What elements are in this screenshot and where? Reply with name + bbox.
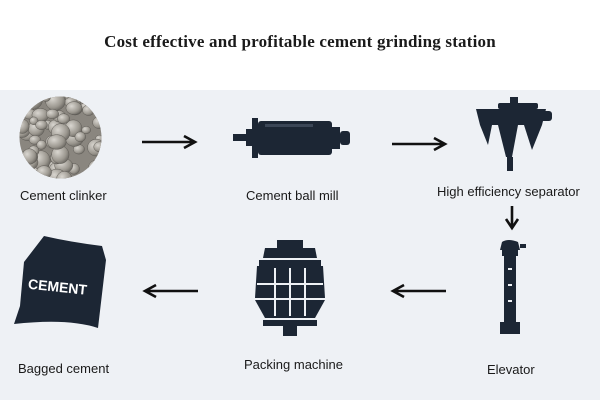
cement-bag-text: CEMENT: [27, 276, 88, 298]
clinker-rock: [27, 96, 38, 102]
clinker-rock: [21, 148, 38, 165]
diagram-title: Cost effective and profitable cement gri…: [104, 32, 496, 51]
clinker-rock: [81, 126, 91, 134]
clinker-rock: [36, 165, 52, 179]
arrow-right-icon: [142, 134, 198, 150]
step-label-clinker: Cement clinker: [20, 188, 107, 203]
clinker-pile-icon: [19, 96, 102, 179]
bucket-elevator-icon: [500, 240, 526, 334]
clinker-rock: [74, 131, 86, 143]
clinker-rock: [36, 139, 47, 150]
clinker-rock: [57, 113, 70, 124]
clinker-rock: [45, 96, 66, 111]
clinker-rock: [82, 104, 95, 116]
clinker-rock: [29, 116, 39, 125]
clinker-rock: [47, 134, 67, 150]
clinker-rock: [19, 119, 30, 134]
step-label-ball-mill: Cement ball mill: [246, 188, 339, 203]
clinker-rock: [19, 166, 30, 174]
clinker-rock: [92, 116, 102, 129]
clinker-rock: [65, 101, 83, 115]
clinker-rock: [41, 96, 51, 102]
arrow-left-icon: [142, 283, 198, 299]
clinker-rock: [93, 141, 102, 153]
packing-machine-icon: [255, 240, 325, 336]
arrow-left-icon: [390, 283, 446, 299]
clinker-rock: [19, 99, 29, 117]
clinker-rock: [45, 108, 59, 120]
cement-bag-icon: CEMENT: [14, 236, 106, 328]
arrow-right-icon: [392, 136, 448, 152]
clinker-rock: [88, 159, 102, 177]
clinker-rock: [56, 171, 73, 179]
arrow-down-icon: [504, 206, 520, 231]
clinker-rock: [25, 173, 40, 179]
step-label-elevator: Elevator: [487, 362, 535, 377]
separator-icon: [476, 97, 552, 171]
step-label-separator: High efficiency separator: [437, 184, 580, 199]
ball-mill-icon: [233, 118, 350, 158]
step-label-bagged: Bagged cement: [18, 361, 110, 376]
step-label-packing: Packing machine: [244, 357, 343, 372]
clinker-rock: [86, 168, 100, 179]
clinker-rock: [35, 120, 48, 130]
